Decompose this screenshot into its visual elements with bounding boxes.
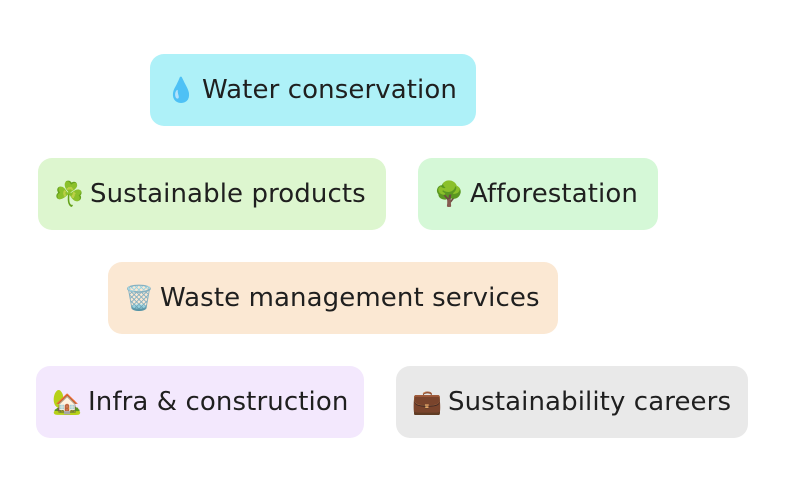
chip-label: Water conservation [202, 75, 457, 105]
chip-afforestation[interactable]: 🌳 Afforestation [418, 158, 658, 230]
water-drop-icon: 💧 [166, 76, 196, 104]
tree-icon: 🌳 [434, 180, 464, 208]
wastebasket-icon: 🗑️ [124, 284, 154, 312]
chip-waste-management-services[interactable]: 🗑️ Waste management services [108, 262, 558, 334]
chip-label: Waste management services [160, 283, 540, 313]
house-garden-icon: 🏡 [52, 388, 82, 416]
chip-label: Infra & construction [88, 387, 349, 417]
chip-label: Sustainability careers [448, 387, 732, 417]
chip-label: Sustainable products [90, 179, 366, 209]
chip-sustainability-careers[interactable]: 💼 Sustainability careers [396, 366, 748, 438]
chip-infra-construction[interactable]: 🏡 Infra & construction [36, 366, 364, 438]
chip-sustainable-products[interactable]: ☘️ Sustainable products [38, 158, 386, 230]
briefcase-icon: 💼 [412, 388, 442, 416]
shamrock-icon: ☘️ [54, 180, 84, 208]
chip-water-conservation[interactable]: 💧 Water conservation [150, 54, 476, 126]
chip-label: Afforestation [470, 179, 638, 209]
